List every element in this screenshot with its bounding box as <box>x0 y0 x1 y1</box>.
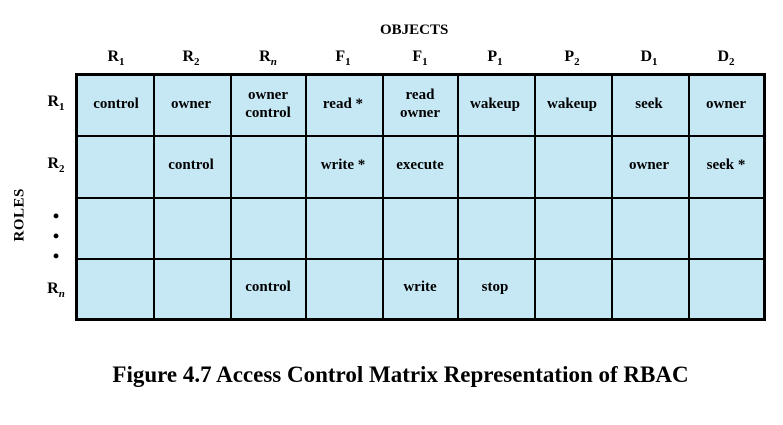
row-header-base: R <box>47 155 60 172</box>
row-header-base: R <box>47 93 60 110</box>
column-header: D2 <box>688 48 765 68</box>
column-header-base: R <box>182 48 195 65</box>
matrix-cell: owner <box>706 95 746 112</box>
column-header-base: P <box>564 48 575 65</box>
grid-row-divider <box>78 196 763 199</box>
column-header: R1 <box>78 48 155 68</box>
row-header-subscript: 1 <box>59 101 65 114</box>
row-header: R1 <box>40 93 72 113</box>
column-header-base: F <box>412 48 423 65</box>
matrix-cell: control <box>168 156 214 173</box>
matrix-cell <box>153 260 230 315</box>
column-header-base: F <box>335 48 346 65</box>
matrix-cell: execute <box>396 156 444 173</box>
matrix-cell: owner <box>171 95 211 112</box>
matrix-cell <box>534 260 611 315</box>
matrix-cell <box>153 199 230 254</box>
matrix-cell: wakeup <box>546 95 598 112</box>
matrix-cell: stop <box>481 279 509 296</box>
column-header-subscript: 2 <box>574 56 580 69</box>
matrix-cell: read * <box>322 95 364 112</box>
column-header-base: R <box>107 48 120 65</box>
column-header-subscript: 1 <box>497 56 503 69</box>
row-header-subscript: n <box>58 288 65 301</box>
matrix-cell <box>611 199 688 254</box>
matrix-cell: write <box>403 279 437 296</box>
matrix-cell <box>78 260 155 315</box>
column-header: R2 <box>153 48 230 68</box>
column-header-base: D <box>640 48 653 65</box>
row-header: R2 <box>40 155 72 175</box>
access-matrix: control owner owner control read * read owne… <box>75 73 766 321</box>
matrix-cell: wakeup <box>469 95 521 112</box>
figure-caption: Figure 4.7 Access Control Matrix Represe… <box>112 362 689 387</box>
column-header-subscript: 1 <box>422 56 428 69</box>
matrix-cell <box>457 137 534 192</box>
matrix-cell: control <box>245 279 291 296</box>
column-header: Rn <box>230 48 307 68</box>
matrix-cell <box>78 137 155 192</box>
column-header-subscript: n <box>270 56 277 69</box>
grid-row-divider <box>78 135 763 138</box>
matrix-cell <box>688 260 765 315</box>
matrix-cell: seek <box>635 95 663 112</box>
column-header-subscript: 1 <box>345 56 351 69</box>
grid-row-divider <box>78 257 763 260</box>
column-header: D1 <box>611 48 688 68</box>
matrix-cell <box>305 199 382 254</box>
column-header-base: P <box>487 48 498 65</box>
matrix-cell <box>457 199 534 254</box>
column-header: F1 <box>305 48 382 68</box>
roles-label: ROLES <box>11 188 28 242</box>
column-header: P1 <box>457 48 534 68</box>
matrix-cell: read owner <box>400 86 440 121</box>
column-header-base: D <box>717 48 730 65</box>
column-header-base: R <box>259 48 271 65</box>
matrix-cell <box>688 199 765 254</box>
matrix-cell: seek * <box>706 156 746 173</box>
matrix-cell <box>382 199 459 254</box>
row-header-subscript: 2 <box>59 163 65 176</box>
matrix-cell: owner <box>629 156 669 173</box>
matrix-cell: write * <box>320 156 366 173</box>
matrix-cell <box>78 199 155 254</box>
matrix-cell: owner control <box>245 86 291 121</box>
row-ellipsis: • • • <box>52 206 60 266</box>
matrix-cell <box>230 137 307 192</box>
matrix-cell <box>534 137 611 192</box>
column-header-subscript: 2 <box>729 56 735 69</box>
column-header-subscript: 2 <box>194 56 200 69</box>
column-header-subscript: 1 <box>119 56 125 69</box>
matrix-cell <box>534 199 611 254</box>
column-header: P2 <box>534 48 611 68</box>
matrix-cell: control <box>93 95 139 112</box>
column-header: F1 <box>382 48 459 68</box>
row-header-base: R <box>47 280 59 297</box>
matrix-cell <box>305 260 382 315</box>
row-header: Rn <box>40 280 72 300</box>
objects-label: OBJECTS <box>380 22 449 38</box>
column-header-subscript: 1 <box>652 56 658 69</box>
matrix-cell <box>230 199 307 254</box>
matrix-cell <box>611 260 688 315</box>
